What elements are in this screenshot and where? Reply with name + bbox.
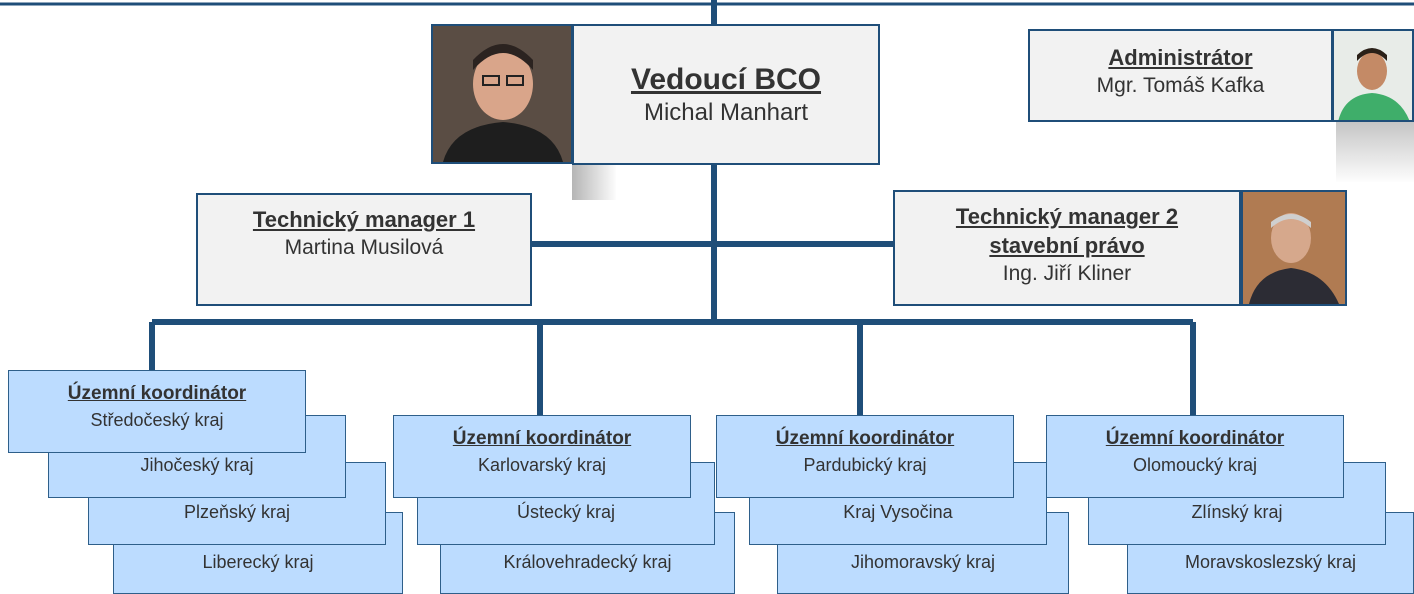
tm2-box: Technický manager 2 stavební právo Ing. … xyxy=(893,190,1241,306)
region-name: Zlínský kraj xyxy=(1191,502,1283,522)
region-name: Ústecký kraj xyxy=(516,502,615,522)
portrait-icon xyxy=(433,26,571,162)
coordinator-title: Územní koordinátor xyxy=(452,428,632,449)
region-name: Jihomoravský kraj xyxy=(850,552,996,572)
coordinator-title: Územní koordinátor xyxy=(775,428,955,449)
tm1-box: Technický manager 1 Martina Musilová xyxy=(196,193,532,306)
tm2-title-line2: stavební právo xyxy=(989,233,1145,258)
region-name: Pardubický kraj xyxy=(803,455,927,475)
coordinator-title: Územní koordinátor xyxy=(1105,428,1285,449)
admin-box: Administrátor Mgr. Tomáš Kafka xyxy=(1028,29,1333,122)
portrait-icon xyxy=(1243,192,1345,304)
head-box: Vedoucí BCO Michal Manhart xyxy=(572,24,880,165)
admin-title: Administrátor xyxy=(1108,45,1253,70)
region-name: Olomoucký kraj xyxy=(1132,455,1258,475)
tm1-name: Martina Musilová xyxy=(284,236,444,259)
head-title: Vedoucí BCO xyxy=(630,63,822,96)
region-name: Středočeský kraj xyxy=(90,410,224,430)
region-name: Kraj Vysočina xyxy=(843,502,953,522)
admin-photo-shadow xyxy=(1336,122,1414,182)
tm2-title-line1: Technický manager 2 xyxy=(955,204,1179,229)
region-name: Plzeňský kraj xyxy=(183,502,291,522)
region-name: Královehradecký kraj xyxy=(503,552,672,572)
region-name: Liberecký kraj xyxy=(202,552,314,572)
tm2-photo xyxy=(1241,190,1347,306)
head-photo xyxy=(431,24,573,164)
coordinator-title: Územní koordinátor xyxy=(67,383,247,404)
tm1-title: Technický manager 1 xyxy=(252,207,476,232)
admin-name: Mgr. Tomáš Kafka xyxy=(1096,74,1265,97)
portrait-icon xyxy=(1334,31,1412,120)
region-name: Karlovarský kraj xyxy=(477,455,607,475)
region-name: Jihočeský kraj xyxy=(140,455,254,475)
admin-photo xyxy=(1332,29,1414,122)
region-name: Moravskoslezský kraj xyxy=(1184,552,1357,572)
tm2-name: Ing. Jiří Kliner xyxy=(1002,262,1132,285)
head-name: Michal Manhart xyxy=(643,99,809,126)
